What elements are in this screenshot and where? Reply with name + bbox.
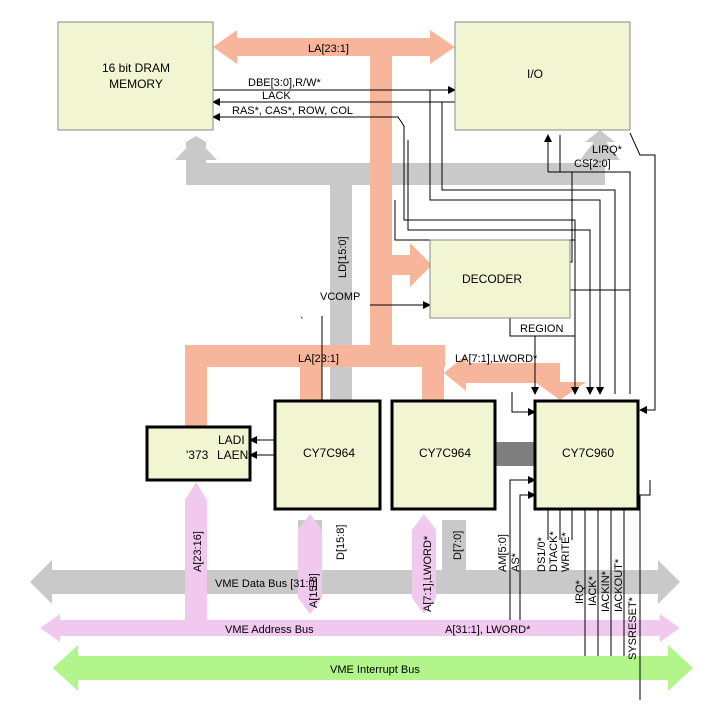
label-region: REGION <box>520 323 563 335</box>
cy964-b-title: CY7C964 <box>419 446 471 460</box>
la-salmon-bus <box>185 30 586 427</box>
label-vcomp: VCOMP <box>320 291 360 303</box>
label-ld: LD[15:0] <box>337 236 349 278</box>
label-vme-interrupt-bus: VME Interrupt Bus <box>330 664 420 676</box>
vme-address-bus <box>40 482 680 642</box>
label-la-lword: LA[7:1],LWORD* <box>455 353 538 365</box>
label-sysreset: SYSRESET* <box>627 596 639 660</box>
label-la-top: LA[23:1] <box>308 43 349 55</box>
label-dtack: DTACK* <box>548 531 560 572</box>
decoder-block: DECODER <box>429 239 571 319</box>
io-block: I/O <box>454 21 631 131</box>
signal-lines <box>206 86 656 700</box>
label-vme-data-bus: VME Data Bus [31:0] <box>215 578 318 590</box>
label-irq: IRQ* <box>574 579 586 604</box>
io-title: I/O <box>527 67 543 81</box>
label-tick: ` <box>300 316 304 328</box>
local-data-link <box>495 442 535 466</box>
label-write: WRITE* <box>560 532 572 572</box>
label-d-15-8: D[15:8] <box>335 525 347 560</box>
label-lirq: LIRQ* <box>592 144 623 156</box>
bus-labels: VME Data Bus [31:0] VME Address Bus A[31… <box>215 578 531 676</box>
label-vme-address-bus: VME Address Bus <box>225 624 314 636</box>
label-as: AS* <box>510 552 522 572</box>
latch-ladi-label: LADI <box>218 433 245 447</box>
dram-memory-block: 16 bit DRAM MEMORY <box>57 21 214 131</box>
label-iackout: IACKOUT* <box>613 558 625 612</box>
label-a-15-8: A[15:8] <box>308 573 320 608</box>
signal-labels: LA[23:1] DBE[3:0],R/W* LACK RAS*, CAS*, … <box>192 43 639 660</box>
cy7c960-block: CY7C960 <box>533 399 640 511</box>
cy960-title: CY7C960 <box>562 446 614 460</box>
label-lack: LACK <box>262 90 291 102</box>
label-d-7-0: D[7:0] <box>452 531 464 560</box>
decoder-title: DECODER <box>462 272 522 286</box>
label-la-mid: LA[23:1] <box>298 353 339 365</box>
label-a-7-1: A[7:1],LWORD* <box>422 535 434 612</box>
latch-373-block: LADI '373 LAEN <box>145 425 252 482</box>
label-am: AM[5:0] <box>497 534 509 572</box>
label-cs: CS[2:0] <box>574 158 611 170</box>
label-vme-address-a31: A[31:1], LWORD* <box>445 624 531 636</box>
dram-title-line1: 16 bit DRAM <box>102 61 170 75</box>
label-iack: IACK* <box>587 575 599 606</box>
cy7c964-a-block: CY7C964 <box>273 399 382 511</box>
label-dbe-rw: DBE[3:0],R/W* <box>248 77 321 89</box>
label-iackin: IACKIN* <box>600 570 612 612</box>
label-a-23-16: A[23:16] <box>192 531 204 572</box>
cy7c964-b-block: CY7C964 <box>390 399 497 511</box>
cy964-a-title: CY7C964 <box>303 446 355 460</box>
vme-interrupt-bus <box>53 645 693 691</box>
dram-title-line2: MEMORY <box>109 77 163 91</box>
label-ras-cas: RAS*, CAS*, ROW, COL <box>232 105 353 117</box>
latch-laen-label: LAEN <box>217 448 248 462</box>
latch-title: '373 <box>186 448 209 462</box>
label-ds: DS1/0* <box>536 536 548 572</box>
